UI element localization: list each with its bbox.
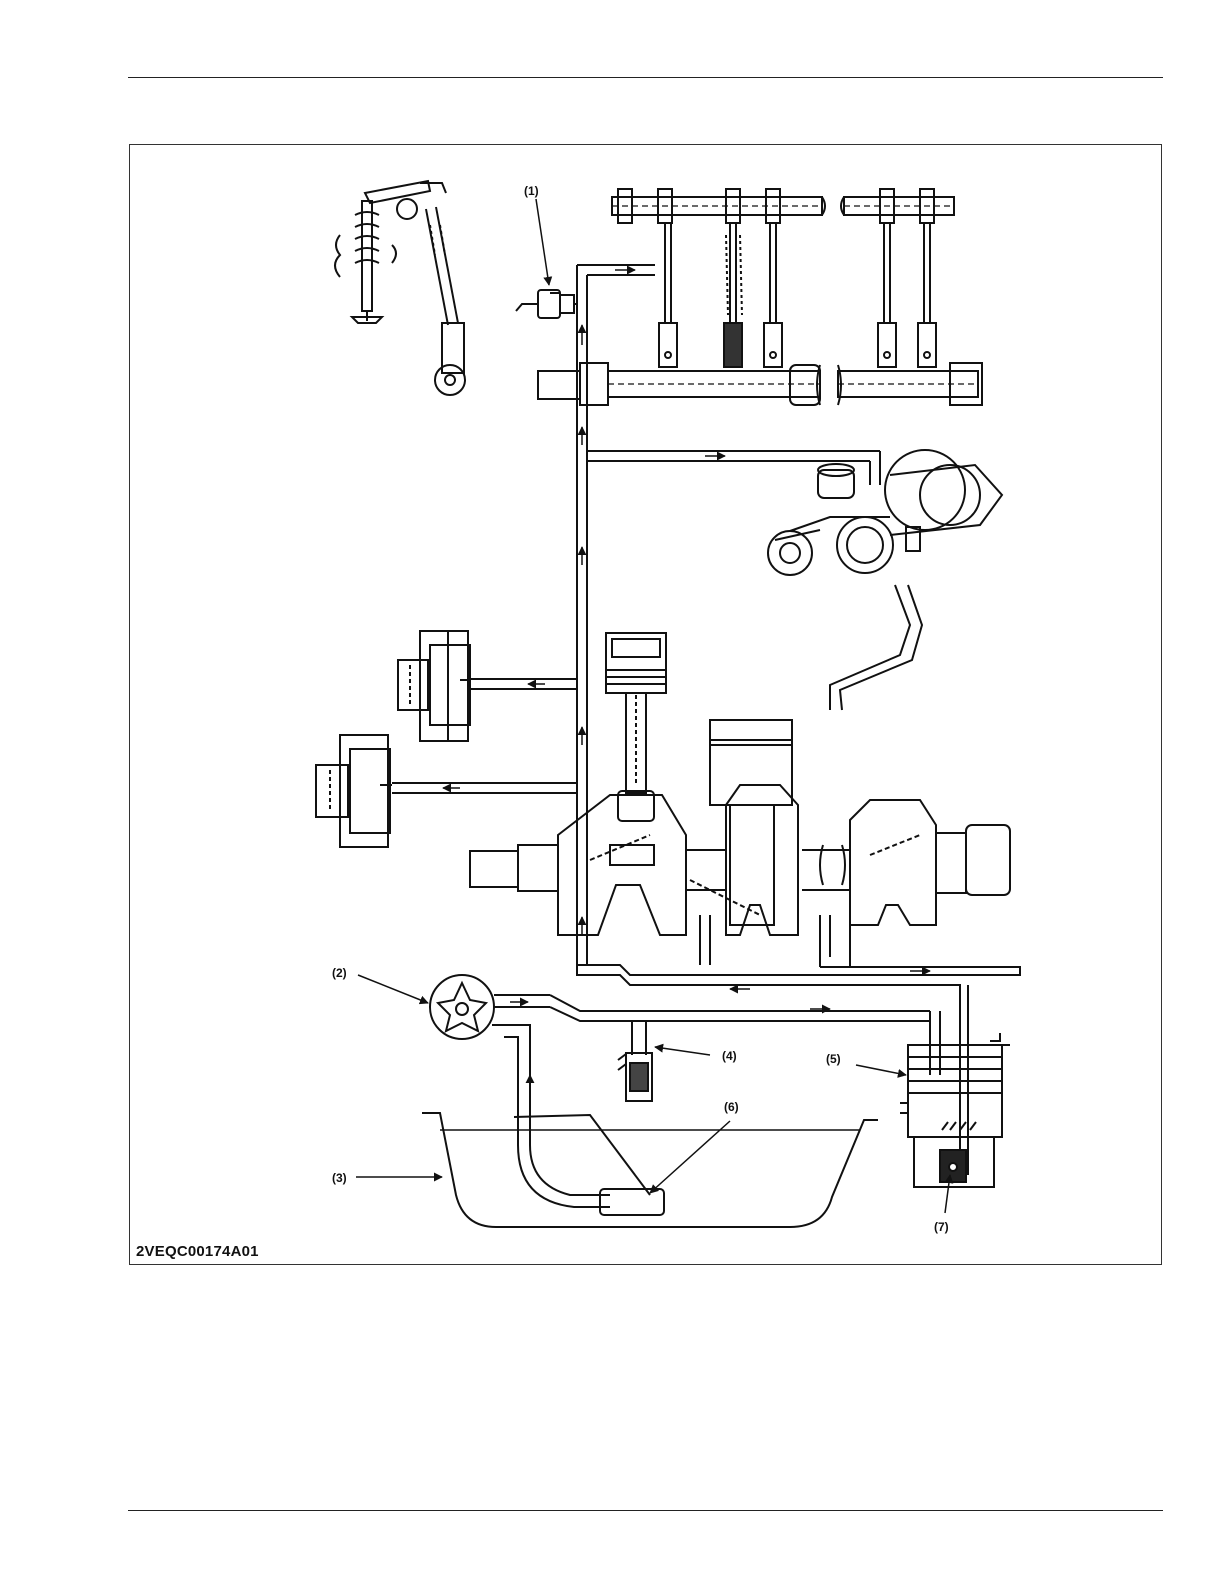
callout-2: (2)	[332, 966, 347, 980]
callout-6: (6)	[724, 1100, 739, 1114]
turbocharger	[768, 450, 1002, 710]
callout-5: (5)	[826, 1052, 841, 1066]
oil-strainer	[600, 1189, 664, 1215]
lubrication-system-diagram: (1) (2) (3) (4) (5) (6) (7)	[130, 145, 1163, 1266]
header-rule	[128, 77, 1163, 78]
relief-valve	[618, 1021, 652, 1101]
flow-arrows	[443, 270, 930, 1093]
camshaft-assembly	[538, 189, 982, 405]
figure-code: 2VEQC00174A01	[136, 1243, 259, 1260]
oil-filter	[900, 1033, 1010, 1187]
idle-gear-upper	[398, 631, 470, 741]
lubrication-diagram-frame: (1) (2) (3) (4) (5) (6) (7) 2VEQC00174A0…	[129, 144, 1162, 1265]
callout-7: (7)	[934, 1220, 949, 1234]
oil-pan	[422, 1113, 878, 1227]
idle-gear-lower	[316, 735, 392, 847]
footer-rule	[128, 1510, 1163, 1511]
oil-pressure-switch	[516, 290, 577, 318]
crankshaft	[470, 720, 1010, 935]
rocker-arm-and-valve	[335, 181, 465, 395]
oil-pump	[430, 975, 940, 1207]
callout-1: (1)	[524, 184, 539, 198]
piston-and-connecting-rod	[606, 633, 666, 821]
callout-3: (3)	[332, 1171, 347, 1185]
callout-4: (4)	[722, 1049, 737, 1063]
